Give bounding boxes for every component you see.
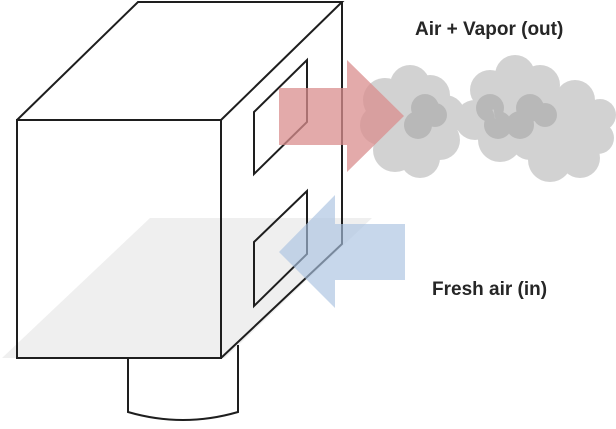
inflow-arrow [279, 195, 405, 308]
vapor-clouds-dark [404, 94, 557, 139]
base-cylinder [127, 345, 239, 421]
outflow-arrow [279, 60, 404, 172]
outflow-label: Air + Vapor (out) [415, 19, 564, 40]
inflow-label: Fresh air (in) [432, 279, 548, 300]
floor-plane [2, 218, 372, 358]
box-unit [16, 1, 345, 359]
